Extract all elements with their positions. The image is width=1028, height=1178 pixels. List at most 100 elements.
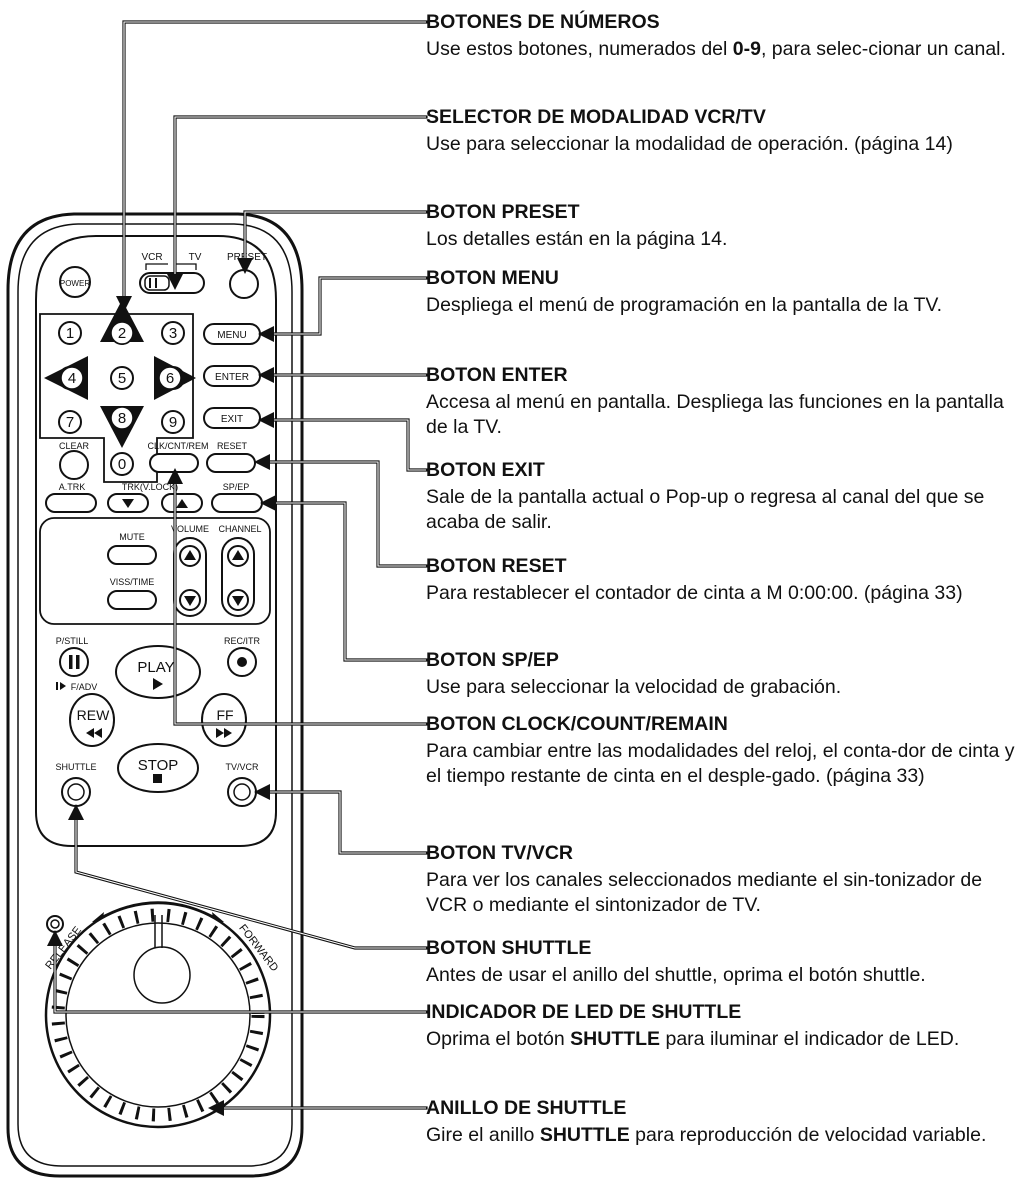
clear-button[interactable] [59,450,89,480]
number-grid-frame [39,313,194,483]
svg-text:8: 8 [118,410,126,427]
triangle-up-icon [232,550,244,560]
svg-text:1: 1 [66,325,74,342]
annotation-body: Gire el anillo SHUTTLE para reproducción… [426,1124,987,1146]
digit-button-5[interactable] [110,366,134,390]
exit-label: EXIT [221,414,243,425]
sp-ep-button[interactable] [211,493,263,513]
annotation-title: BOTON EXIT [426,459,545,481]
annotation-sp-ep: BOTON SP/EP Use para seleccionar la velo… [426,648,1024,700]
fast-forward-icon [216,728,232,738]
a-trk-label: A.TRK [59,482,86,492]
digit-button-0[interactable] [110,452,134,476]
annotation-body: Antes de usar el anillo del shuttle, opr… [426,964,926,986]
power-label: POWER [60,279,90,288]
annotation-title: BOTON ENTER [426,364,568,386]
annotation-exit: BOTON EXIT Sale de la pantalla actual o … [426,458,1024,535]
annotation-enter: BOTON ENTER Accesa al menú en pantalla. … [426,363,1024,440]
selector-bracket [145,263,197,270]
triangle-up-icon [184,550,196,560]
frame-advance-icon [56,682,66,690]
digit-button-9[interactable] [161,410,185,434]
clock-count-remain-button[interactable] [149,453,199,473]
triangle-down-icon [184,596,196,606]
preset-button[interactable] [229,269,259,299]
volume-channel-panel [39,517,271,625]
reset-button[interactable] [206,453,256,473]
play-button[interactable] [115,645,201,699]
record-icon [237,657,247,667]
annotation-body: Use estos botones, numerados del 0-9, pa… [426,38,1006,60]
play-icon [153,678,163,690]
viss-time-label: VISS/TIME [110,577,155,587]
rewind-icon [86,728,102,738]
annotation-title: BOTON PRESET [426,201,580,223]
annotation-title: BOTON TV/VCR [426,842,573,864]
clear-label: CLEAR [59,441,90,451]
viss-time-button[interactable] [107,590,157,610]
power-button[interactable] [59,266,91,298]
a-trk-button[interactable] [45,493,97,513]
annotation-title: BOTON MENU [426,267,559,289]
annotation-preset: BOTON PRESET Los detalles están en la pá… [426,200,1024,252]
triangle-down-icon [232,596,244,606]
annotation-title: BOTON SP/EP [426,649,559,671]
svg-text:5: 5 [118,370,126,387]
remote-body-inner-edge [17,223,293,1167]
annotation-title: INDICADOR DE LED DE SHUTTLE [426,1001,742,1023]
tv-vcr-label: TV/VCR [225,762,259,772]
annotation-body: Despliega el menú de programación en la … [426,294,943,316]
leader-arrowheads [47,258,276,1116]
rew-label: REW [77,707,110,723]
annotation-title: SELECTOR DE MODALIDAD VCR/TV [426,106,766,128]
clk-cnt-rem-label: CLK/CNT/REM [147,441,208,451]
annotation-body: Use para seleccionar la modalidad de ope… [426,133,953,155]
rewind-button[interactable] [69,693,115,747]
fast-forward-button[interactable] [201,693,247,747]
svg-text:3: 3 [169,325,177,342]
stop-icon [153,774,162,783]
annotation-selector-vcr-tv: SELECTOR DE MODALIDAD VCR/TV Use para se… [426,105,1024,157]
volume-label: VOLUME [171,524,209,534]
digit-button-1[interactable] [58,321,82,345]
f-adv-label: F/ADV [71,682,98,692]
play-label: PLAY [137,659,174,676]
annotation-body: Accesa al menú en pantalla. Despliega la… [426,391,1004,438]
shuttle-ring-ticks [51,908,265,1122]
exit-button[interactable] [203,407,261,429]
annotation-shuttle-led: INDICADOR DE LED DE SHUTTLE Oprima el bo… [426,1000,1024,1052]
pause-still-button[interactable] [59,647,89,677]
annotation-title: ANILLO DE SHUTTLE [426,1097,627,1119]
svg-text:6: 6 [166,370,174,387]
svg-text:0: 0 [118,456,126,473]
enter-label: ENTER [215,372,249,383]
svg-text:7: 7 [66,414,74,431]
annotation-body: Los detalles están en la página 14. [426,228,728,250]
stop-label: STOP [138,757,179,774]
shuttle-center-knob[interactable] [133,946,191,1004]
annotation-tv-vcr: BOTON TV/VCR Para ver los canales selecc… [426,841,1024,918]
reset-label: RESET [217,441,248,451]
annotation-reset: BOTON RESET Para restablecer el contador… [426,554,1024,606]
annotation-body: Para restablecer el contador de cinta a … [426,582,963,604]
annotation-shuttle-ring: ANILLO DE SHUTTLE Gire el anillo SHUTTLE… [426,1096,1024,1148]
annotation-menu: BOTON MENU Despliega el menú de programa… [426,266,1024,318]
annotation-title: BOTONES DE NÚMEROS [426,11,660,33]
sp-ep-label: SP/EP [223,482,250,492]
stop-button[interactable] [117,743,199,793]
digit-button-3[interactable] [161,321,185,345]
preset-label: PRESET [227,252,267,263]
annotation-body: Oprima el botón SHUTTLE para iluminar el… [426,1028,960,1050]
annotation-title: BOTON CLOCK/COUNT/REMAIN [426,713,728,735]
annotation-numeros: BOTONES DE NÚMEROS Use estos botones, nu… [426,10,1024,62]
shuttle-label: SHUTTLE [55,762,96,772]
svg-text:4: 4 [68,370,76,387]
rec-itr-label: REC/ITR [224,636,261,646]
mute-button[interactable] [107,545,157,565]
digit-button-7[interactable] [58,410,82,434]
annotation-title: BOTON RESET [426,555,567,577]
channel-label: CHANNEL [218,524,261,534]
menu-label: MENU [217,330,246,341]
svg-text:9: 9 [169,414,177,431]
